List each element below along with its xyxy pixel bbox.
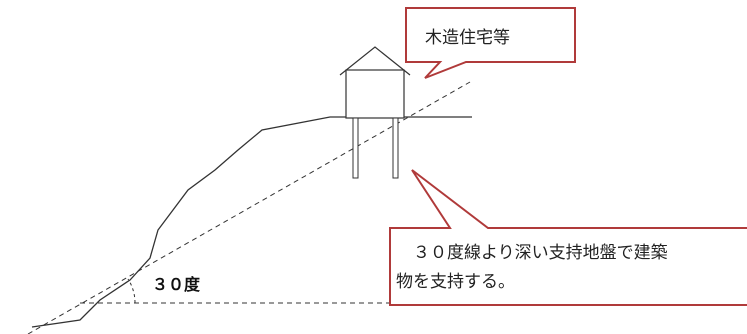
support-callout-line2: 物を支持する。	[396, 272, 515, 292]
house-body	[345, 69, 405, 119]
support-callout-line1: ３０度線より深い支持地盤で建築	[413, 243, 668, 263]
angle-arc	[127, 278, 136, 304]
house-roof	[339, 46, 411, 76]
support-callout-bubble	[389, 169, 747, 306]
house-callout-bubble	[405, 7, 576, 79]
slope-ground-profile	[31, 116, 472, 328]
support-callout: ３０度線より深い支持地盤で建築 物を支持する。	[389, 169, 747, 306]
angle-label: ３０度	[152, 275, 201, 294]
house	[339, 46, 411, 119]
house-callout: 木造住宅等	[405, 7, 576, 79]
support-pile-right	[392, 117, 399, 179]
support-pile-left	[352, 117, 359, 179]
house-callout-text: 木造住宅等	[425, 28, 510, 48]
